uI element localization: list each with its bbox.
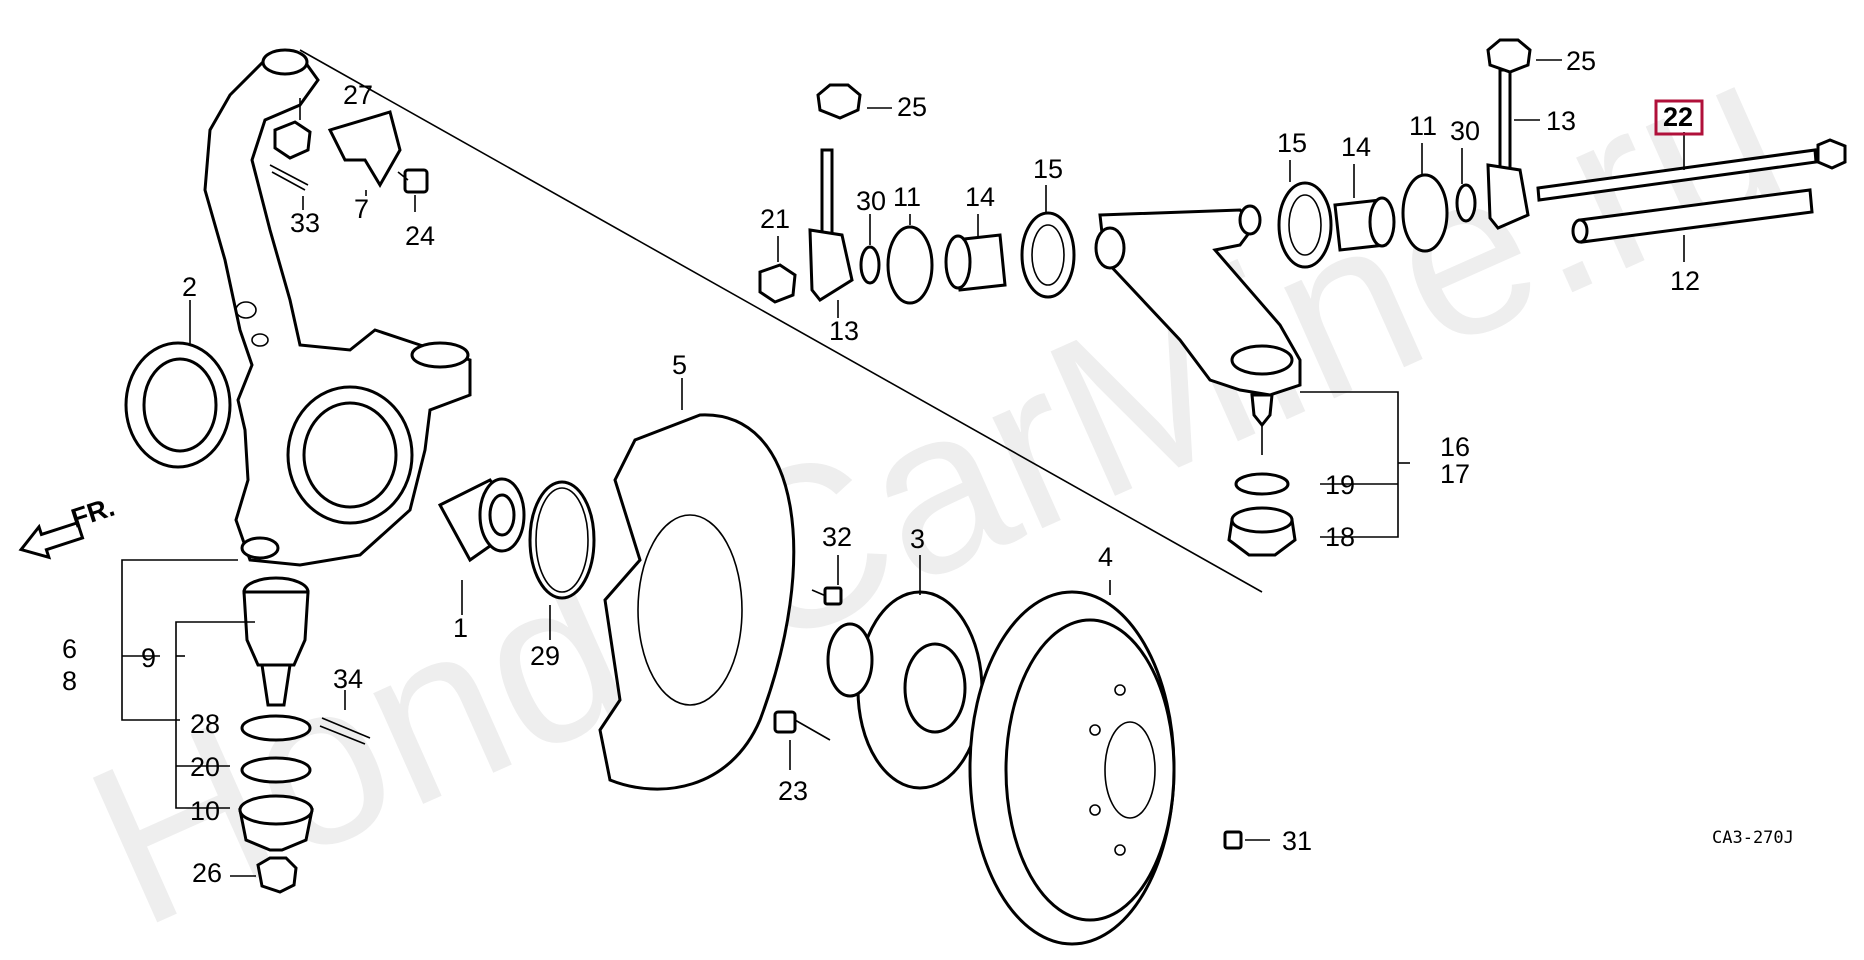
callout-4[interactable]: 4 <box>1098 542 1113 572</box>
front-indicator-label: FR. <box>68 492 119 534</box>
callout-20[interactable]: 20 <box>190 752 220 782</box>
washer-30-right <box>1455 183 1477 223</box>
callout-5[interactable]: 5 <box>672 350 687 380</box>
callout-28[interactable]: 28 <box>190 709 220 739</box>
callout-18[interactable]: 18 <box>1325 522 1355 552</box>
callout-22[interactable]: 22 <box>1663 102 1693 132</box>
bushing-15-right <box>1277 181 1333 269</box>
callout-25a[interactable]: 25 <box>897 92 927 122</box>
callout-2[interactable]: 2 <box>182 272 197 302</box>
callout-7[interactable]: 7 <box>354 194 369 224</box>
callout-15a[interactable]: 15 <box>1033 154 1063 184</box>
dust-seal <box>124 300 232 469</box>
callout-16[interactable]: 16 <box>1440 432 1470 462</box>
callout-29[interactable]: 29 <box>530 641 560 671</box>
callout-23[interactable]: 23 <box>778 776 808 806</box>
clip-28 <box>240 714 312 742</box>
callout-10[interactable]: 10 <box>190 796 220 826</box>
bushing-11-left <box>886 225 934 305</box>
bracket-7 <box>327 110 402 188</box>
callout-26[interactable]: 26 <box>192 858 222 888</box>
wheel-bearing <box>437 477 526 615</box>
callout-13b[interactable]: 13 <box>1546 106 1576 136</box>
brake-disc <box>968 580 1176 946</box>
bolt-13-left <box>808 148 854 302</box>
snap-ring <box>528 480 596 640</box>
collar-12 <box>1571 188 1814 262</box>
ring-20 <box>240 756 312 784</box>
castle-nut-27 <box>273 120 312 160</box>
part-22-highlight <box>1654 99 1704 136</box>
bushing-15-left <box>1020 211 1076 299</box>
nut-25-right <box>1486 38 1532 74</box>
cotter-pin-34 <box>319 690 371 745</box>
hub-bolt-23 <box>773 710 831 770</box>
callout-1[interactable]: 1 <box>453 613 468 643</box>
diagram-code: CA3-270J <box>1712 828 1794 848</box>
assembly-guide-line <box>299 49 1263 593</box>
nut-25-left <box>816 83 862 120</box>
callout-24[interactable]: 24 <box>405 221 435 251</box>
nut-21 <box>758 263 797 304</box>
upper-arm <box>1094 204 1302 455</box>
bolt-24 <box>397 168 429 194</box>
splash-shield <box>598 378 796 791</box>
callout-6[interactable]: 6 <box>62 634 77 664</box>
screw-31 <box>1223 830 1270 850</box>
clip-19 <box>1234 472 1290 496</box>
callout-27[interactable]: 27 <box>343 80 373 110</box>
callout-30a[interactable]: 30 <box>856 186 886 216</box>
cotter-pin-33 <box>269 164 309 191</box>
callout-25b[interactable]: 25 <box>1566 46 1596 76</box>
boot-10 <box>238 794 314 852</box>
callout-14b[interactable]: 14 <box>1341 132 1371 162</box>
callout-12[interactable]: 12 <box>1670 266 1700 296</box>
long-bolt-22 <box>1536 132 1847 202</box>
callouts: 1 2 3 4 5 6 7 8 9 10 11 11 12 13 13 14 1… <box>62 46 1700 888</box>
bushing-11-right <box>1401 173 1449 253</box>
wheel-hub <box>826 555 984 790</box>
callout-21[interactable]: 21 <box>760 204 790 234</box>
washer-30-left <box>859 245 881 285</box>
callout-34[interactable]: 34 <box>333 664 363 694</box>
callout-19[interactable]: 19 <box>1325 470 1355 500</box>
callout-15b[interactable]: 15 <box>1277 128 1307 158</box>
callout-30b[interactable]: 30 <box>1450 116 1480 146</box>
ball-joint-9 <box>242 576 310 707</box>
callout-14a[interactable]: 14 <box>965 182 995 212</box>
callout-9[interactable]: 9 <box>141 643 156 673</box>
callout-11b[interactable]: 11 <box>1409 111 1437 141</box>
callout-31[interactable]: 31 <box>1282 826 1312 856</box>
bolt-32 <box>811 555 843 606</box>
castle-nut-26 <box>256 856 298 894</box>
callout-3[interactable]: 3 <box>910 524 925 554</box>
bushing-14-right <box>1333 196 1396 252</box>
front-direction-arrow <box>18 520 85 560</box>
group-bracket-6-8 <box>121 559 238 721</box>
callout-13a[interactable]: 13 <box>829 316 859 346</box>
callout-17[interactable]: 17 <box>1440 459 1470 489</box>
bolt-13-right <box>1486 68 1530 230</box>
bushing-14-left <box>944 233 1007 292</box>
callout-33[interactable]: 33 <box>290 208 320 238</box>
steering-knuckle <box>203 48 472 567</box>
boot-18 <box>1227 506 1297 557</box>
leader-lines <box>230 59 1562 877</box>
callout-11a[interactable]: 11 <box>893 182 921 212</box>
callout-8[interactable]: 8 <box>62 666 77 696</box>
callout-32[interactable]: 32 <box>822 522 852 552</box>
group-bracket-16-17 <box>1300 391 1399 538</box>
